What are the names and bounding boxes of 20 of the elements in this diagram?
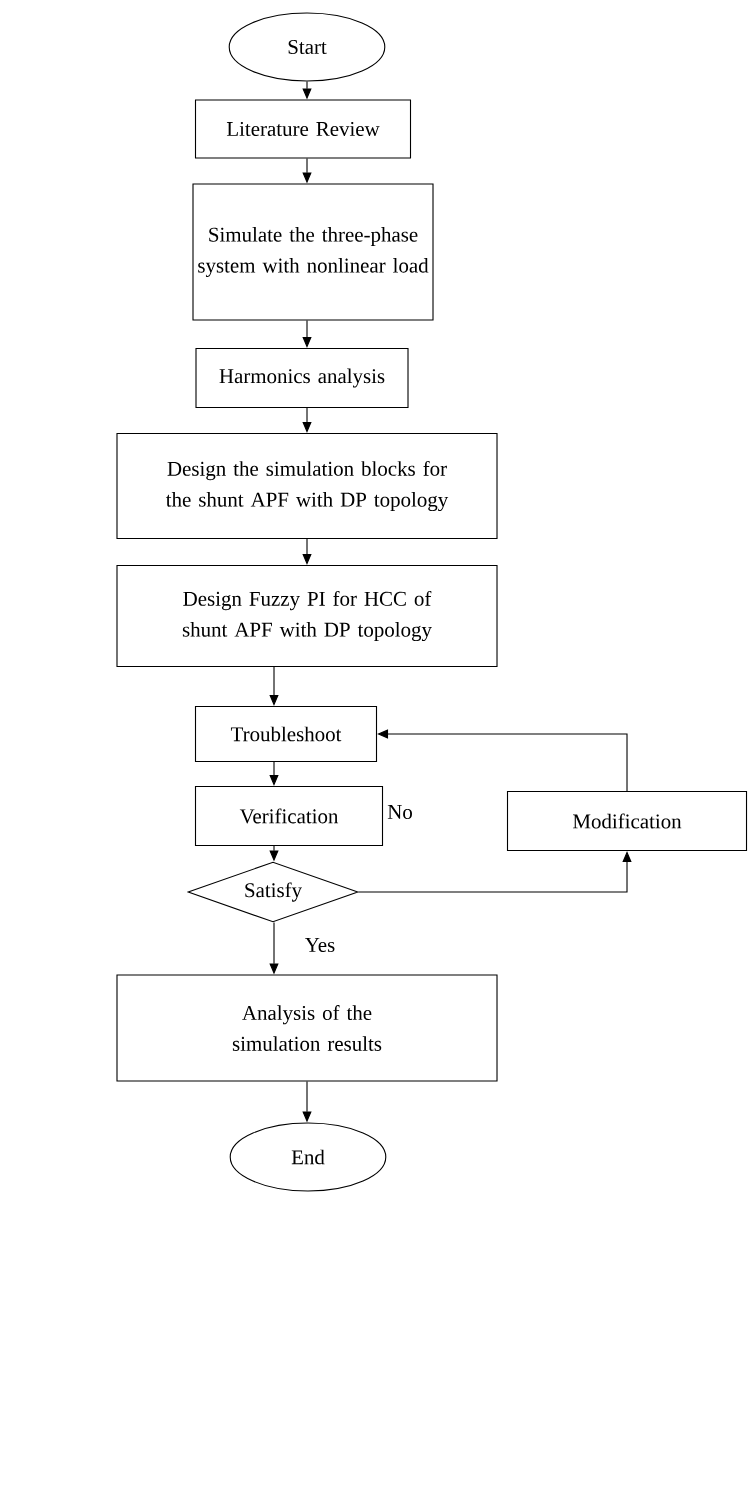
start-oval: Start bbox=[228, 12, 386, 82]
edge-label: Yes bbox=[303, 937, 337, 953]
arrow bbox=[377, 729, 628, 792]
process-box: Design the simulation blocks for the shunt APF with DP topology bbox=[116, 432, 498, 540]
process-box: Design Fuzzy PI for HCC of shunt APF with DP topology bbox=[116, 564, 498, 668]
end-oval: End bbox=[229, 1122, 387, 1192]
process-box: Troubleshoot bbox=[194, 705, 378, 763]
arrow bbox=[302, 538, 312, 565]
arrow bbox=[269, 761, 279, 786]
process-box: Harmonics analysis bbox=[195, 347, 409, 409]
process-box: Analysis of the simulation results bbox=[116, 974, 498, 1082]
arrow bbox=[302, 407, 312, 433]
arrow bbox=[302, 320, 312, 348]
process-box: Simulate the three-phase system with nonlinear load bbox=[192, 183, 434, 321]
arrow bbox=[358, 851, 632, 893]
process-box: Literature Review bbox=[194, 99, 412, 159]
process-box: Modification bbox=[506, 790, 748, 852]
arrow bbox=[269, 666, 279, 706]
process-box: Verification bbox=[194, 785, 384, 847]
edge-label: No bbox=[386, 804, 414, 820]
